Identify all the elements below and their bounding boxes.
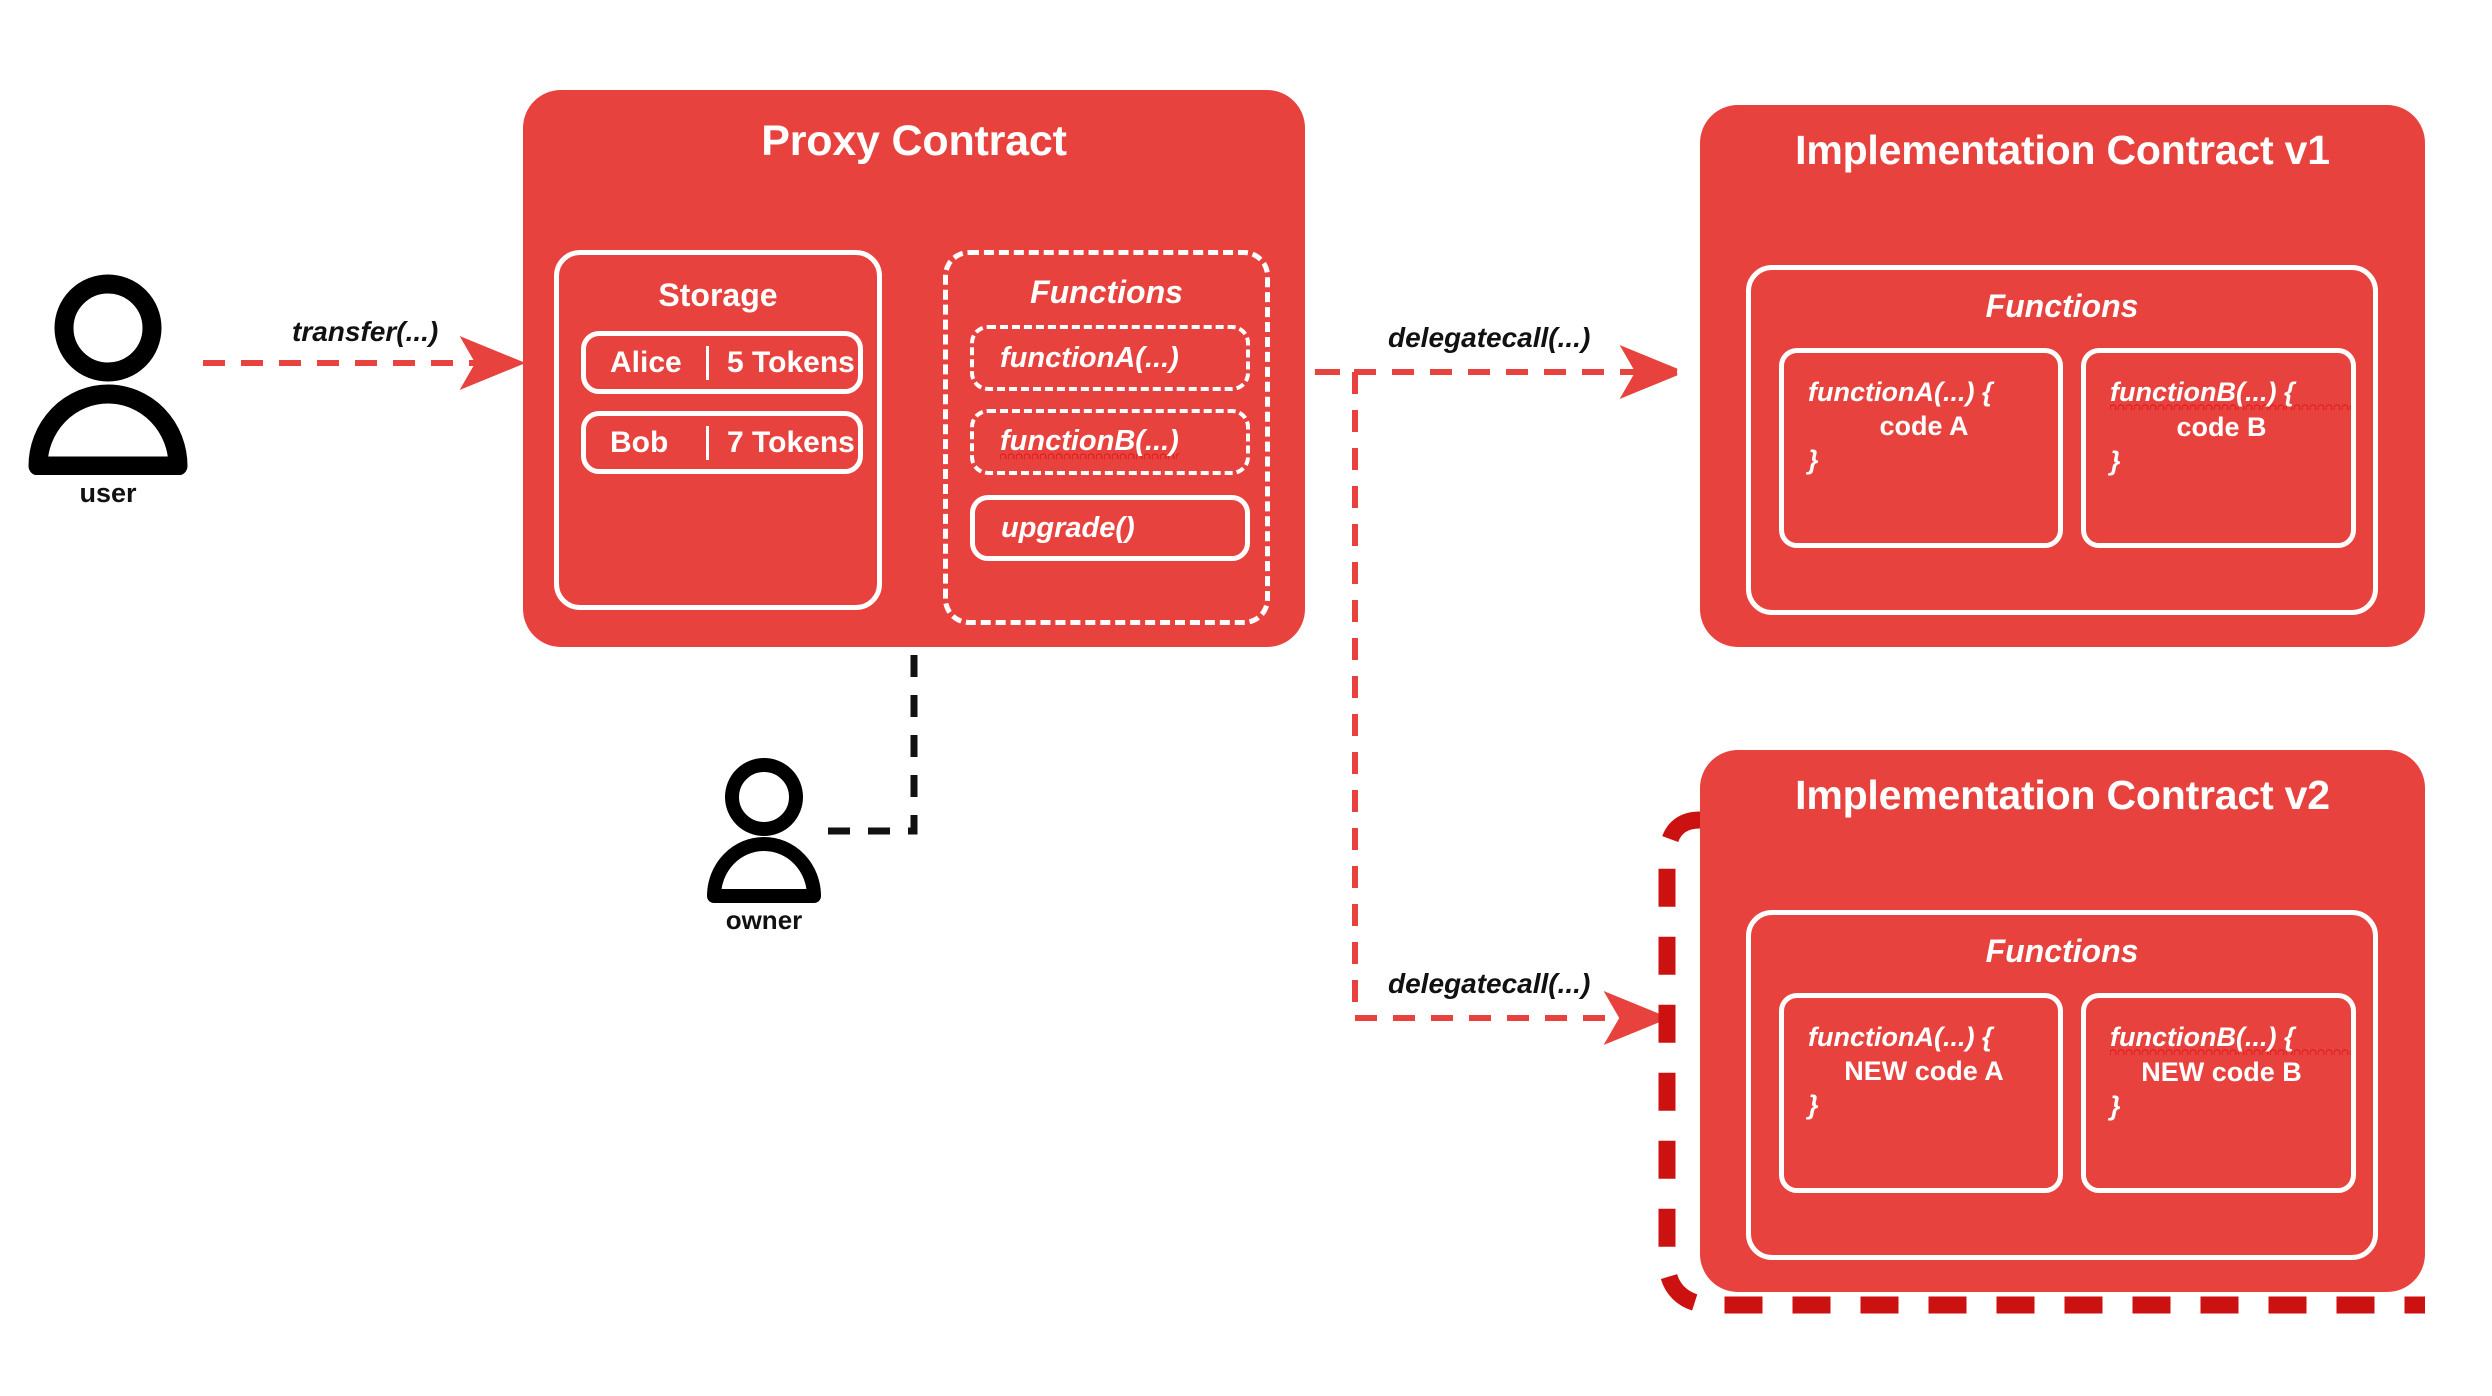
proxy-function-label: functionA(...) [1000, 341, 1179, 374]
proxy-function-upgrade[interactable]: upgrade() [970, 495, 1250, 561]
implementation-v2-title: Implementation Contract v2 [1795, 772, 2330, 818]
storage-row-bob[interactable]: Bob 7 Tokens [581, 411, 863, 474]
impl-function-body: code B [2176, 412, 2267, 443]
impl-v1-functions-title: Functions [1985, 288, 2139, 324]
impl-v2-functions-panel: Functions functionA(...) { NEW code A } … [1746, 910, 2378, 1260]
edge-label-delegatecall-v2: delegatecall(...) [1388, 968, 1591, 999]
impl-function-signature: functionA(...) { [1808, 377, 1993, 407]
impl-function-body: NEW code A [1844, 1056, 2004, 1087]
impl-function-close: } [2110, 446, 2121, 477]
impl-function-body: code A [1879, 411, 1969, 442]
person-icon [707, 758, 821, 903]
impl-v1-function-functionB[interactable]: functionB(...) { code B } [2081, 348, 2356, 548]
proxy-function-label: upgrade() [1001, 511, 1135, 544]
implementation-v2-card[interactable]: Implementation Contract v2 Functions fun… [1700, 750, 2425, 1292]
impl-function-close: } [1808, 1090, 1819, 1121]
edge-delegatecall-v2 [1352, 372, 1670, 1045]
impl-v1-functions-panel: Functions functionA(...) { code A } func… [1746, 265, 2378, 615]
proxy-function-functionA[interactable]: functionA(...) [970, 325, 1250, 391]
proxy-contract-title: Proxy Contract [761, 117, 1067, 165]
edge-label-transfer: transfer(...) [292, 316, 439, 347]
storage-row-name: Alice [610, 345, 682, 379]
proxy-functions-panel: Functions functionA(...) functionB(...) … [943, 250, 1270, 625]
proxy-storage-panel: Storage Alice 5 Tokens Bob 7 Tokens [554, 250, 882, 610]
storage-row-name: Bob [610, 425, 669, 459]
impl-v2-functions-title: Functions [1985, 933, 2139, 969]
impl-function-signature: functionB(...) { [2110, 375, 2351, 411]
actor-owner-label: owner [725, 905, 803, 935]
impl-function-signature: functionB(...) { [2110, 1020, 2351, 1056]
impl-function-close: } [1808, 445, 1819, 476]
storage-row-divider [706, 425, 709, 460]
impl-function-close: } [2110, 1091, 2121, 1122]
edge-label-delegatecall-v1: delegatecall(...) [1388, 322, 1591, 353]
storage-row-value: 7 Tokens [727, 425, 855, 459]
impl-v2-function-functionB[interactable]: functionB(...) { NEW code B } [2081, 993, 2356, 1193]
impl-v1-function-functionA[interactable]: functionA(...) { code A } [1779, 348, 2063, 548]
implementation-v1-card[interactable]: Implementation Contract v1 Functions fun… [1700, 105, 2425, 647]
proxy-function-label: functionB(...) [1000, 425, 1179, 459]
proxy-storage-title: Storage [658, 277, 778, 313]
implementation-v1-title: Implementation Contract v1 [1795, 127, 2330, 173]
impl-v2-function-functionA[interactable]: functionA(...) { NEW code A } [1779, 993, 2063, 1193]
person-icon [28, 274, 188, 476]
storage-row-divider [706, 345, 709, 380]
proxy-contract-card[interactable]: Proxy Contract Storage Alice 5 Tokens Bo… [523, 90, 1305, 647]
proxy-function-functionB[interactable]: functionB(...) [970, 409, 1250, 475]
impl-function-signature: functionA(...) { [1808, 1022, 1993, 1052]
actor-user: user [18, 270, 198, 520]
storage-row-value: 5 Tokens [727, 345, 855, 379]
storage-row-alice[interactable]: Alice 5 Tokens [581, 331, 863, 394]
impl-function-body: NEW code B [2141, 1057, 2302, 1088]
actor-owner: owner [700, 755, 828, 945]
actor-user-label: user [79, 478, 137, 508]
proxy-functions-title: Functions [1030, 274, 1183, 310]
